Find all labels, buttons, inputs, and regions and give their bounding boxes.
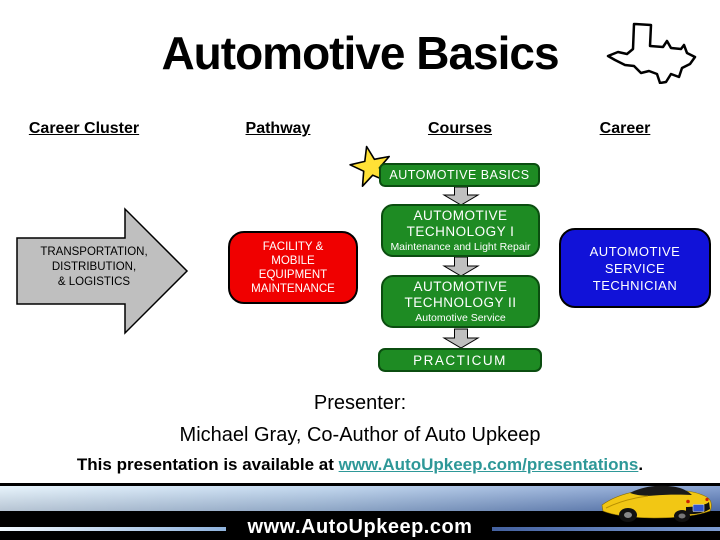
course-box-practicum: PRACTICUM xyxy=(378,348,542,372)
right-arrow-shape xyxy=(16,207,189,335)
texas-outline-icon xyxy=(606,22,697,84)
yellow-sports-car-icon xyxy=(601,485,712,523)
presenter-heading: Presenter: xyxy=(313,392,407,414)
career-box: AUTOMOTIVE SERVICE TECHNICIAN xyxy=(559,228,711,308)
course-box-automotive-technology-2: AUTOMOTIVE TECHNOLOGY II Automotive Serv… xyxy=(381,275,540,328)
course-subtitle: Maintenance and Light Repair xyxy=(390,241,531,253)
availability-suffix: . xyxy=(638,455,644,474)
column-header-career-cluster: Career Cluster xyxy=(28,120,140,137)
course-box-automotive-basics: AUTOMOTIVE BASICS xyxy=(379,163,540,187)
down-arrow-icon xyxy=(442,328,480,349)
footer-gradient-band xyxy=(0,486,720,511)
slide-title: Automotive Basics xyxy=(161,27,559,79)
course-box-automotive-technology-1: AUTOMOTIVE TECHNOLOGY I Maintenance and … xyxy=(381,204,540,257)
pathway-box: FACILITY & MOBILE EQUIPMENT MAINTENANCE xyxy=(228,231,358,304)
presentations-link[interactable]: www.AutoUpkeep.com/presentations xyxy=(338,455,639,474)
career-cluster-arrow-label: TRANSPORTATION, DISTRIBUTION, & LOGISTIC… xyxy=(40,246,148,288)
column-header-career: Career xyxy=(599,120,651,137)
presenter-name: Michael Gray, Co-Author of Auto Upkeep xyxy=(179,424,541,446)
course-title: AUTOMOTIVE TECHNOLOGY II xyxy=(404,279,517,310)
column-header-courses: Courses xyxy=(427,120,493,137)
footer-divider-left xyxy=(0,527,226,531)
down-arrow-icon xyxy=(442,186,480,206)
availability-prefix: This presentation is available at xyxy=(76,455,339,474)
column-header-pathway: Pathway xyxy=(245,120,311,137)
footer-divider-right xyxy=(492,527,720,531)
course-title: AUTOMOTIVE TECHNOLOGY I xyxy=(406,208,515,239)
availability-line: This presentation is available at www.Au… xyxy=(0,455,720,475)
down-arrow-icon xyxy=(442,256,480,277)
footer-banner: www.AutoUpkeep.com xyxy=(0,483,720,540)
footer-url: www.AutoUpkeep.com xyxy=(247,516,473,538)
course-subtitle: Automotive Service xyxy=(415,312,506,324)
